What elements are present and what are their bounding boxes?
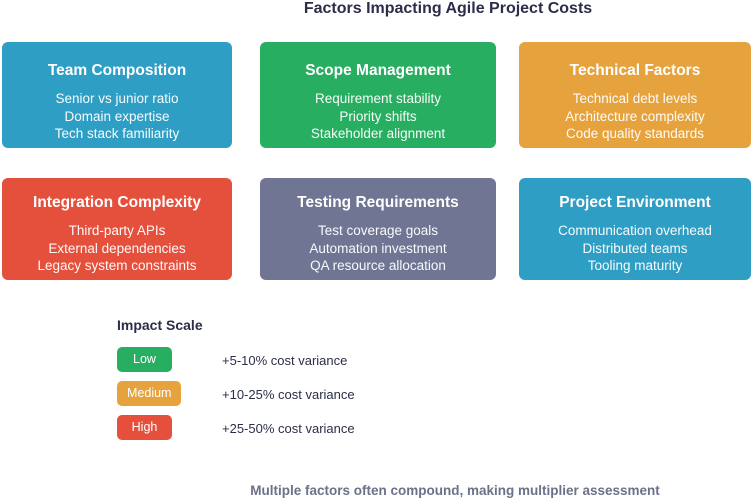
legend-row-high: High +25-50% cost variance <box>117 415 355 441</box>
node-team-composition: Team Composition Senior vs junior ratio … <box>2 42 232 148</box>
node-heading: Integration Complexity <box>33 194 201 211</box>
node-testing-requirements: Testing Requirements Test coverage goals… <box>260 178 496 280</box>
node-heading: Project Environment <box>559 194 711 211</box>
node-item: External dependencies <box>48 240 186 256</box>
legend-badge-low: Low <box>117 347 172 372</box>
node-heading: Scope Management <box>305 62 451 79</box>
node-item: Distributed teams <box>582 240 688 256</box>
node-item: Priority shifts <box>339 108 417 124</box>
footnote-text: Multiple factors often compound, making … <box>250 483 660 498</box>
node-item: Tech stack familiarity <box>54 126 180 141</box>
node-item: Legacy system constraints <box>37 258 197 273</box>
page-title: Factors Impacting Agile Project Costs <box>303 0 593 17</box>
legend-description-high: +25-50% cost variance <box>222 421 355 436</box>
node-heading: Testing Requirements <box>297 194 459 211</box>
node-item: Requirement stability <box>314 91 442 106</box>
legend-row-medium: Medium +10-25% cost variance <box>117 381 355 407</box>
node-item: Code quality standards <box>565 126 705 141</box>
legend-row-low: Low +5-10% cost variance <box>117 347 347 373</box>
legend-description-low: +5-10% cost variance <box>222 353 348 368</box>
node-item: Automation investment <box>309 240 447 256</box>
node-item: Senior vs junior ratio <box>55 91 179 106</box>
legend-title: Impact Scale <box>117 317 203 333</box>
node-integration-complexity: Integration Complexity Third-party APIs … <box>2 178 232 280</box>
legend-badge-medium: Medium <box>117 381 182 406</box>
legend-description-medium: +10-25% cost variance <box>222 387 355 402</box>
node-item: Test coverage goals <box>317 223 439 238</box>
node-item: QA resource allocation <box>310 258 446 273</box>
node-technical-factors: Technical Factors Technical debt levels … <box>519 42 751 148</box>
node-scope-management: Scope Management Requirement stability P… <box>260 42 496 148</box>
node-item: Stakeholder alignment <box>310 126 446 141</box>
node-heading: Technical Factors <box>569 62 701 79</box>
node-item: Communication overhead <box>558 223 712 238</box>
node-heading: Team Composition <box>47 62 187 79</box>
node-item: Domain expertise <box>64 108 170 124</box>
legend-badge-high: High <box>117 415 172 440</box>
node-item: Tooling maturity <box>587 258 683 273</box>
node-item: Architecture complexity <box>565 108 705 124</box>
node-item: Third-party APIs <box>68 223 166 238</box>
node-item: Technical debt levels <box>572 91 698 106</box>
node-project-environment: Project Environment Communication overhe… <box>519 178 751 280</box>
